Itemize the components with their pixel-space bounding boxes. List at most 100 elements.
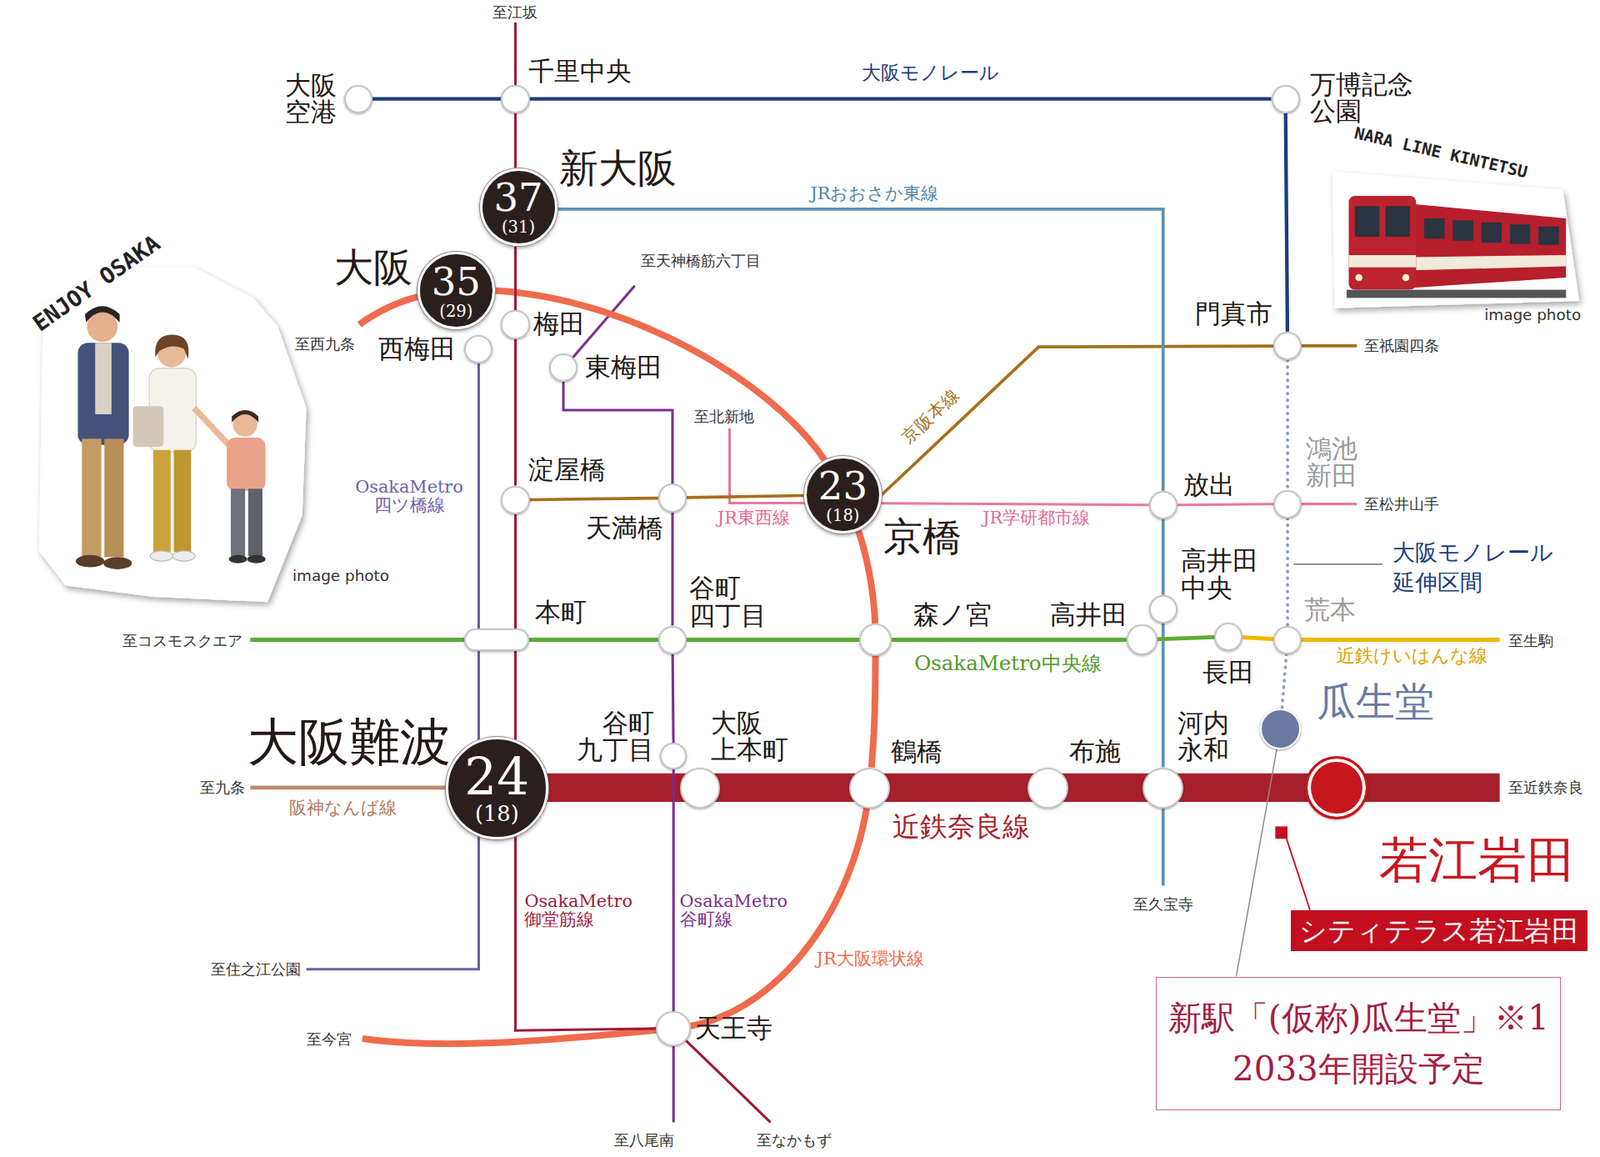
rail-line — [495, 290, 825, 461]
line-name: OsakaMetro中央線 — [914, 652, 1101, 675]
direction-label: 至久宝寺 — [1133, 895, 1194, 912]
rail-line — [686, 495, 805, 497]
minutes-number: 35 — [431, 262, 481, 302]
rail-line — [891, 637, 1127, 642]
minutes-number: 37 — [493, 178, 543, 218]
photo-cutout — [39, 267, 307, 602]
station-name: 高井田 中央 — [1180, 547, 1259, 601]
train-window — [1424, 218, 1445, 239]
figure-hair — [155, 334, 189, 359]
rail-line — [1060, 773, 1150, 802]
direction-label: 至江坂 — [492, 4, 538, 20]
train-photo — [1332, 171, 1580, 309]
train-window — [1355, 205, 1380, 237]
direction-label: 至近鉄奈良 — [1508, 780, 1584, 796]
train-light — [1355, 274, 1363, 282]
callout-box: 新駅「(仮称)瓜生堂」※12033年開設予定 — [1155, 976, 1561, 1110]
rail-line — [1281, 653, 1286, 708]
direction-label: 至今宮 — [306, 1030, 352, 1047]
minutes-sub: (31) — [501, 219, 535, 236]
direction-label: 至コスモスクエア — [122, 632, 243, 649]
direction-label: 至北新地 — [694, 408, 755, 425]
station-circle: 大阪 空港 — [344, 85, 373, 114]
station-circle: 高井田 — [1126, 624, 1158, 655]
rail-line — [670, 511, 674, 625]
direction-label: 至天神橋筋六丁目 — [640, 253, 761, 270]
rail-line — [1285, 518, 1290, 626]
rail-line — [1176, 773, 1313, 802]
rail-line — [514, 514, 517, 629]
station-name: 西梅田 — [378, 335, 456, 363]
leader-line — [1286, 838, 1310, 910]
rail-line — [530, 97, 1272, 101]
photo-caption: image photo — [1484, 307, 1581, 324]
rail-line — [514, 338, 517, 485]
station-circle: 荒本 — [1273, 625, 1302, 655]
station-circle: 谷町 四丁目 — [658, 625, 687, 655]
figure-leg — [230, 488, 245, 556]
location-marker — [1275, 825, 1288, 839]
station-name: 若江岩田 — [1379, 834, 1576, 886]
rail-line — [1161, 623, 1165, 768]
line-name: 阪神なんば線 — [289, 799, 397, 818]
rail-line — [1177, 502, 1274, 506]
keihanna-stub — [1287, 637, 1500, 642]
interchange-pill: 本町 — [464, 628, 530, 651]
rail-line — [514, 650, 517, 740]
figure-body — [226, 437, 266, 491]
box-text: シティテラス若江岩田 — [1299, 916, 1580, 945]
rail-line — [477, 363, 480, 629]
figure-leg — [248, 488, 263, 556]
figure-shoe — [103, 556, 132, 570]
photo-title: NARA LINE KINTETSU — [1352, 125, 1529, 182]
station-name: 万博記念 公園 — [1310, 70, 1414, 125]
station-name: 大阪 — [334, 246, 413, 288]
rail-line — [529, 637, 659, 642]
direction-label: 至生駒 — [1508, 632, 1554, 649]
figure-leg — [81, 438, 101, 557]
station-name: 布施 — [1069, 738, 1121, 765]
direction-label: 至八尾南 — [614, 1131, 675, 1148]
family-photo — [39, 267, 307, 602]
station-name: 谷町 九丁目 — [576, 710, 655, 764]
train-window — [1510, 224, 1530, 244]
rail-line — [514, 245, 517, 310]
train-figure — [1346, 195, 1566, 298]
station-name: 門真市 — [1195, 300, 1273, 328]
connector-group — [495, 290, 1312, 1026]
figure-shoe — [229, 555, 248, 564]
station-name: 河内 永和 — [1177, 710, 1230, 764]
line-name: 近鉄奈良線 — [892, 811, 1030, 841]
station-name: 瓜生堂 — [1316, 681, 1435, 723]
station-name: 天王寺 — [695, 1015, 773, 1042]
station-name: 本町 — [535, 599, 587, 626]
train-window — [1385, 205, 1410, 237]
figure-leg — [104, 438, 124, 557]
major-station-circle: 大阪35(29) — [417, 251, 495, 330]
station-name: 谷町 四丁目 — [689, 575, 767, 629]
direction-label: 至西九条 — [295, 335, 355, 352]
station-name: 大阪 空港 — [285, 72, 337, 126]
station-circle: 東梅田 — [549, 353, 578, 382]
station-name: 京橋 — [883, 516, 962, 558]
station-circle: 梅田 — [500, 310, 530, 339]
line-name: OsakaMetro 御堂筋線 — [524, 893, 633, 930]
station-circle: 谷町 九丁目 — [660, 742, 687, 770]
station-circle: 天満橋 — [658, 483, 687, 512]
photo-caption: image photo — [292, 567, 390, 584]
figure-shirt — [95, 342, 112, 415]
train-light — [1402, 274, 1410, 282]
yotsubashi-stub — [306, 831, 480, 970]
train-window — [1481, 222, 1502, 243]
station-name: 鶴橋 — [890, 738, 943, 765]
new-station-circle: 瓜生堂 — [1260, 708, 1301, 750]
rail-line — [672, 769, 675, 1011]
station-circle: 万博記念 公園 — [1271, 85, 1300, 114]
station-circle: 門真市 — [1273, 331, 1302, 360]
figure-shoe — [75, 555, 105, 568]
line-name: JR学研都市線 — [982, 509, 1090, 528]
train-band — [1349, 255, 1417, 268]
direction-label: 至祇園四条 — [1364, 337, 1440, 354]
midosuji-stub — [673, 1028, 770, 1123]
line-name: OsakaMetro 四ツ橋線 — [355, 478, 464, 515]
